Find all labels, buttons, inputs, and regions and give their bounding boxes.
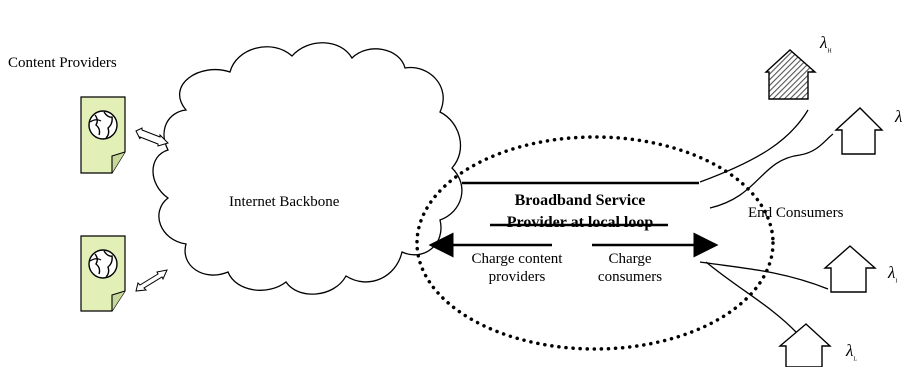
lambda-subscript-h: H (827, 48, 832, 55)
bsp-ellipse (415, 135, 775, 351)
bsp-title: Broadband Service Provider at local loop (470, 190, 690, 234)
content-providers-label: Content Providers (8, 55, 117, 71)
lambda-h-label: λH (820, 34, 832, 60)
document-globe-icon (80, 96, 126, 174)
lambda-symbol: λ (895, 107, 903, 126)
cloud-icon (152, 42, 463, 295)
link-house-mid (699, 261, 829, 290)
bsp-title-line2: Provider at local loop (506, 214, 654, 231)
lambda-l-label: λL (846, 342, 857, 368)
lambda-symbol: λ (820, 33, 828, 52)
lambda-i-label: λI (888, 264, 897, 290)
link-house-right (709, 133, 834, 209)
link-house-top (699, 109, 809, 183)
charge-content-line1: Charge content (471, 251, 563, 267)
house-icon (764, 49, 817, 100)
lambda-symbol: λ (846, 341, 854, 360)
end-consumers-label: End Consumers (748, 205, 844, 221)
double-arrow-icon (135, 127, 169, 147)
charge-consumers-line1: Charge (608, 251, 652, 267)
backbone-label: Internet Backbone (229, 194, 340, 210)
double-arrow-icon (135, 269, 168, 292)
lambda-label: λ (895, 108, 902, 126)
document-globe-icon (80, 235, 126, 312)
lambda-symbol: λ (888, 263, 896, 282)
lambda-subscript-l: L (853, 356, 858, 363)
link-house-bottom (705, 261, 798, 334)
bsp-title-line1: Broadband Service (514, 192, 646, 209)
house-icon (823, 245, 877, 293)
house-icon (778, 323, 832, 367)
charge-consumers-line2: consumers (597, 269, 663, 285)
charge-content-label: Charge content providers (444, 250, 590, 286)
charge-content-line2: providers (488, 269, 546, 285)
lambda-subscript-i: I (895, 278, 898, 285)
house-icon (834, 107, 884, 155)
charge-consumers-label: Charge consumers (580, 250, 680, 286)
